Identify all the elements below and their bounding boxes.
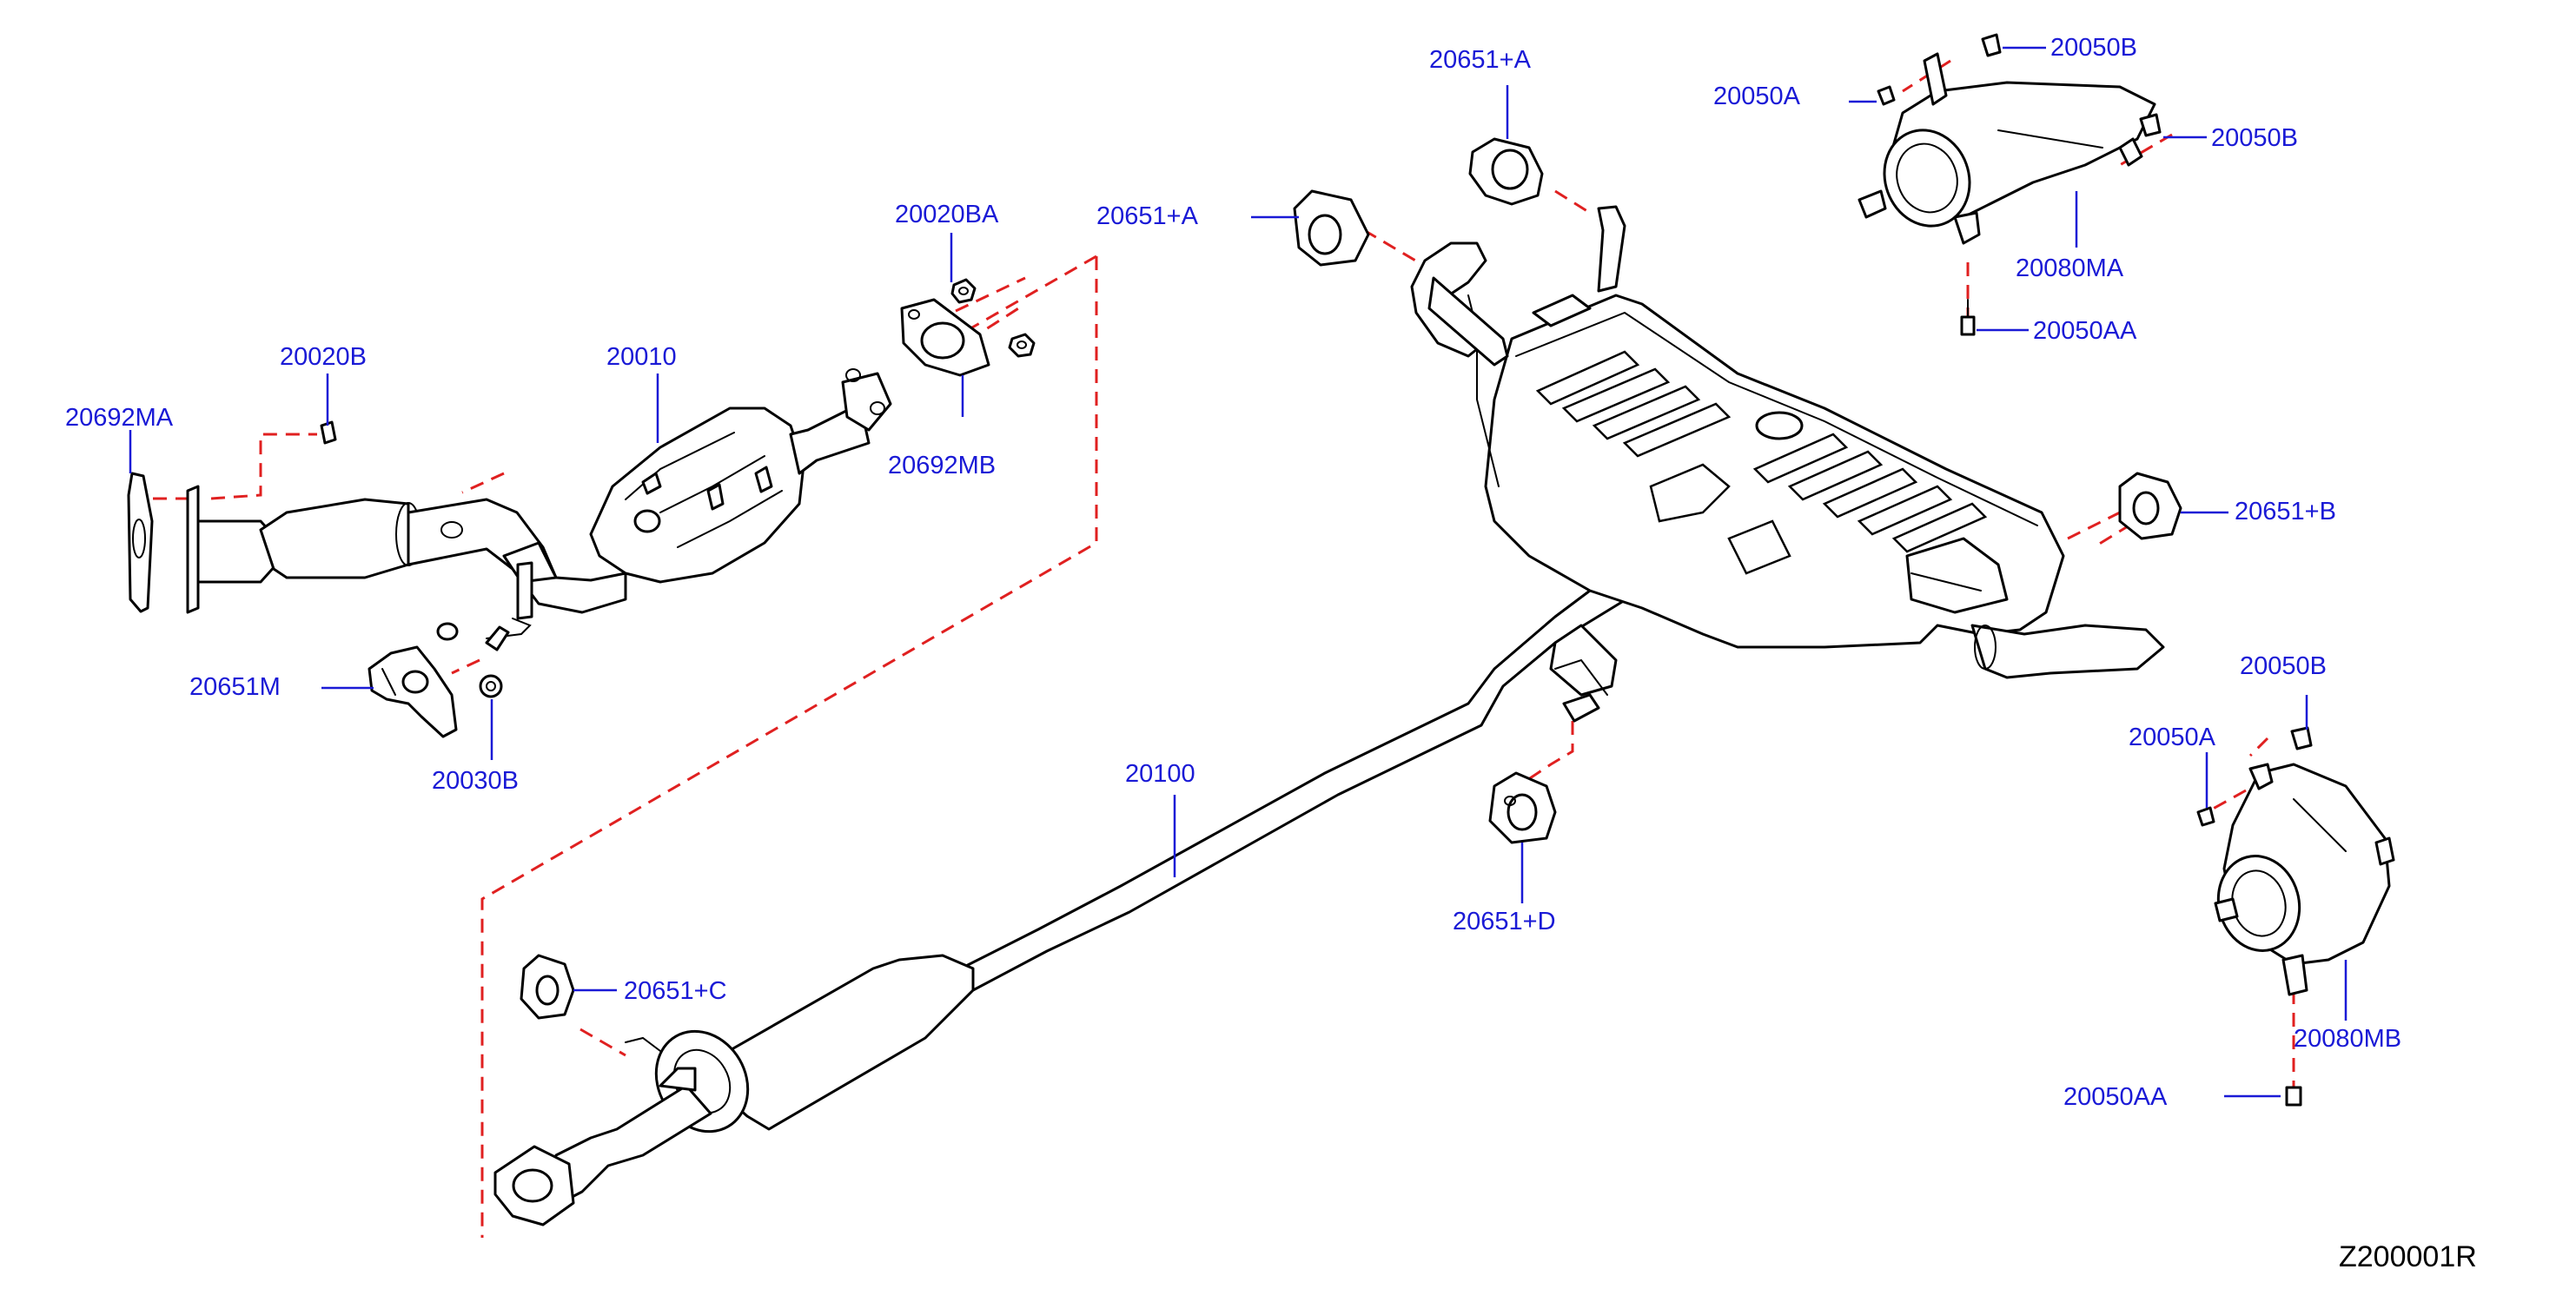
nut-20020ba[interactable] [950, 278, 977, 304]
bolt-20050aa-low[interactable] [2285, 1086, 2302, 1107]
label-20010[interactable]: 20010 [606, 343, 677, 371]
clip-20050b-top1[interactable] [1981, 33, 2002, 57]
catalytic-converter-20010[interactable] [589, 368, 892, 584]
label-20651c[interactable]: 20651+C [624, 977, 727, 1005]
bracket-20651m[interactable] [368, 645, 458, 738]
main-muffler[interactable] [1410, 205, 2165, 679]
stud-bolt[interactable] [485, 625, 510, 651]
tail-finisher-20080mb[interactable] [2208, 763, 2395, 996]
label-20651b[interactable]: 20651+B [2235, 498, 2336, 526]
bolt-20050aa-top[interactable] [1960, 299, 1976, 336]
nut-20020ba-2[interactable] [1008, 333, 1036, 358]
label-20020ba[interactable]: 20020BA [895, 201, 999, 228]
nut-20030b[interactable] [479, 674, 503, 698]
rubber-hanger-20651d[interactable] [1488, 771, 1557, 844]
tail-finisher-20080ma[interactable] [1858, 52, 2156, 245]
label-20050aa-low[interactable]: 20050AA [2063, 1083, 2168, 1111]
bolt-20050a-low[interactable] [2196, 806, 2215, 827]
washer-20651m[interactable] [436, 622, 459, 641]
front-exhaust-pipe[interactable] [186, 485, 627, 639]
label-20050b-top2[interactable]: 20050B [2211, 124, 2298, 152]
label-20651a-mid[interactable]: 20651+A [1096, 202, 1199, 230]
rubber-hanger-20651a-top[interactable] [1468, 137, 1544, 206]
label-20692ma[interactable]: 20692MA [65, 404, 174, 432]
label-20651d[interactable]: 20651+D [1453, 908, 1556, 935]
diagram-code: Z200001R [2339, 1240, 2477, 1273]
leader-lines [129, 46, 2348, 1098]
rubber-hanger-20651c[interactable] [520, 954, 575, 1020]
label-20651m[interactable]: 20651M [189, 673, 281, 701]
label-20030b[interactable]: 20030B [432, 767, 519, 795]
label-20020b[interactable]: 20020B [280, 343, 367, 371]
rubber-hanger-20651b[interactable] [2118, 472, 2182, 540]
bolt-20050a-top[interactable] [1877, 85, 1896, 106]
clip-20050b-low[interactable] [2290, 726, 2313, 750]
label-20050a-top[interactable]: 20050A [1713, 83, 1801, 110]
part-labels: 20692MA 20020B 20010 20020BA 20692MB 206… [65, 34, 2401, 1111]
label-20080ma[interactable]: 20080MA [2016, 254, 2124, 282]
label-20651a-top[interactable]: 20651+A [1429, 46, 1532, 74]
label-20050a-low[interactable]: 20050A [2129, 724, 2216, 751]
clip-20050b-top2[interactable] [2139, 113, 2162, 137]
center-pipe-20100[interactable] [493, 576, 1635, 1226]
rubber-hanger-20651a-mid[interactable] [1293, 189, 1370, 267]
label-20100[interactable]: 20100 [1125, 760, 1195, 788]
label-20050aa-top[interactable]: 20050AA [2033, 317, 2137, 345]
label-20050b-top1[interactable]: 20050B [2050, 34, 2137, 62]
label-20692mb[interactable]: 20692MB [888, 452, 996, 479]
center-gasket-20692mb[interactable] [900, 298, 990, 377]
label-20050b-low[interactable]: 20050B [2240, 652, 2327, 680]
front-gasket-20692ma[interactable] [127, 472, 154, 613]
label-20080mb[interactable]: 20080MB [2294, 1025, 2401, 1053]
